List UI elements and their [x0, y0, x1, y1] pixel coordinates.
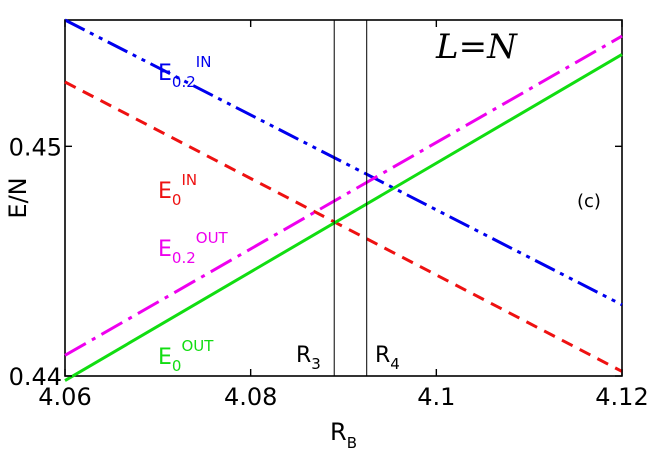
vline-layer: R3 R4 — [296, 20, 400, 376]
x-tick-label: 4.06 — [38, 383, 91, 411]
vline-label-r3: R3 — [296, 343, 321, 373]
series-label-02-in: E0.2IN — [158, 53, 211, 91]
series-label-0-in: E0IN — [158, 171, 197, 209]
series-label-0-out: E0OUT — [158, 337, 214, 375]
x-tick-label: 4.12 — [595, 383, 648, 411]
series-line-02-in — [64, 18, 623, 307]
x-axis-label-sub: B — [347, 434, 357, 452]
plot-frame — [64, 19, 623, 377]
series-layer — [64, 18, 623, 382]
series-line-0-out — [64, 53, 623, 382]
label-layer: E0.2IN E0IN E0.2OUT E0OUT — [158, 53, 229, 375]
series-label-02-out: E0.2OUT — [158, 229, 229, 267]
chart-title: L=N — [435, 27, 518, 67]
series-line-02-out — [64, 34, 623, 357]
y-tick-label: 0.44 — [9, 363, 62, 391]
x-axis-label: RB — [330, 418, 357, 452]
x-axis-label-main: R — [330, 418, 347, 446]
tick-layer: 4.06 4.08 4.1 4.12 0.44 0.45 — [9, 20, 649, 411]
y-tick-label: 0.45 — [9, 133, 62, 161]
series-line-0-in — [64, 80, 623, 373]
panel-label: (c) — [577, 191, 601, 212]
y-axis-label: E/N — [4, 177, 32, 218]
x-tick-label: 4.1 — [417, 383, 455, 411]
x-tick-label: 4.08 — [224, 383, 277, 411]
vline-label-r4: R4 — [375, 343, 400, 373]
